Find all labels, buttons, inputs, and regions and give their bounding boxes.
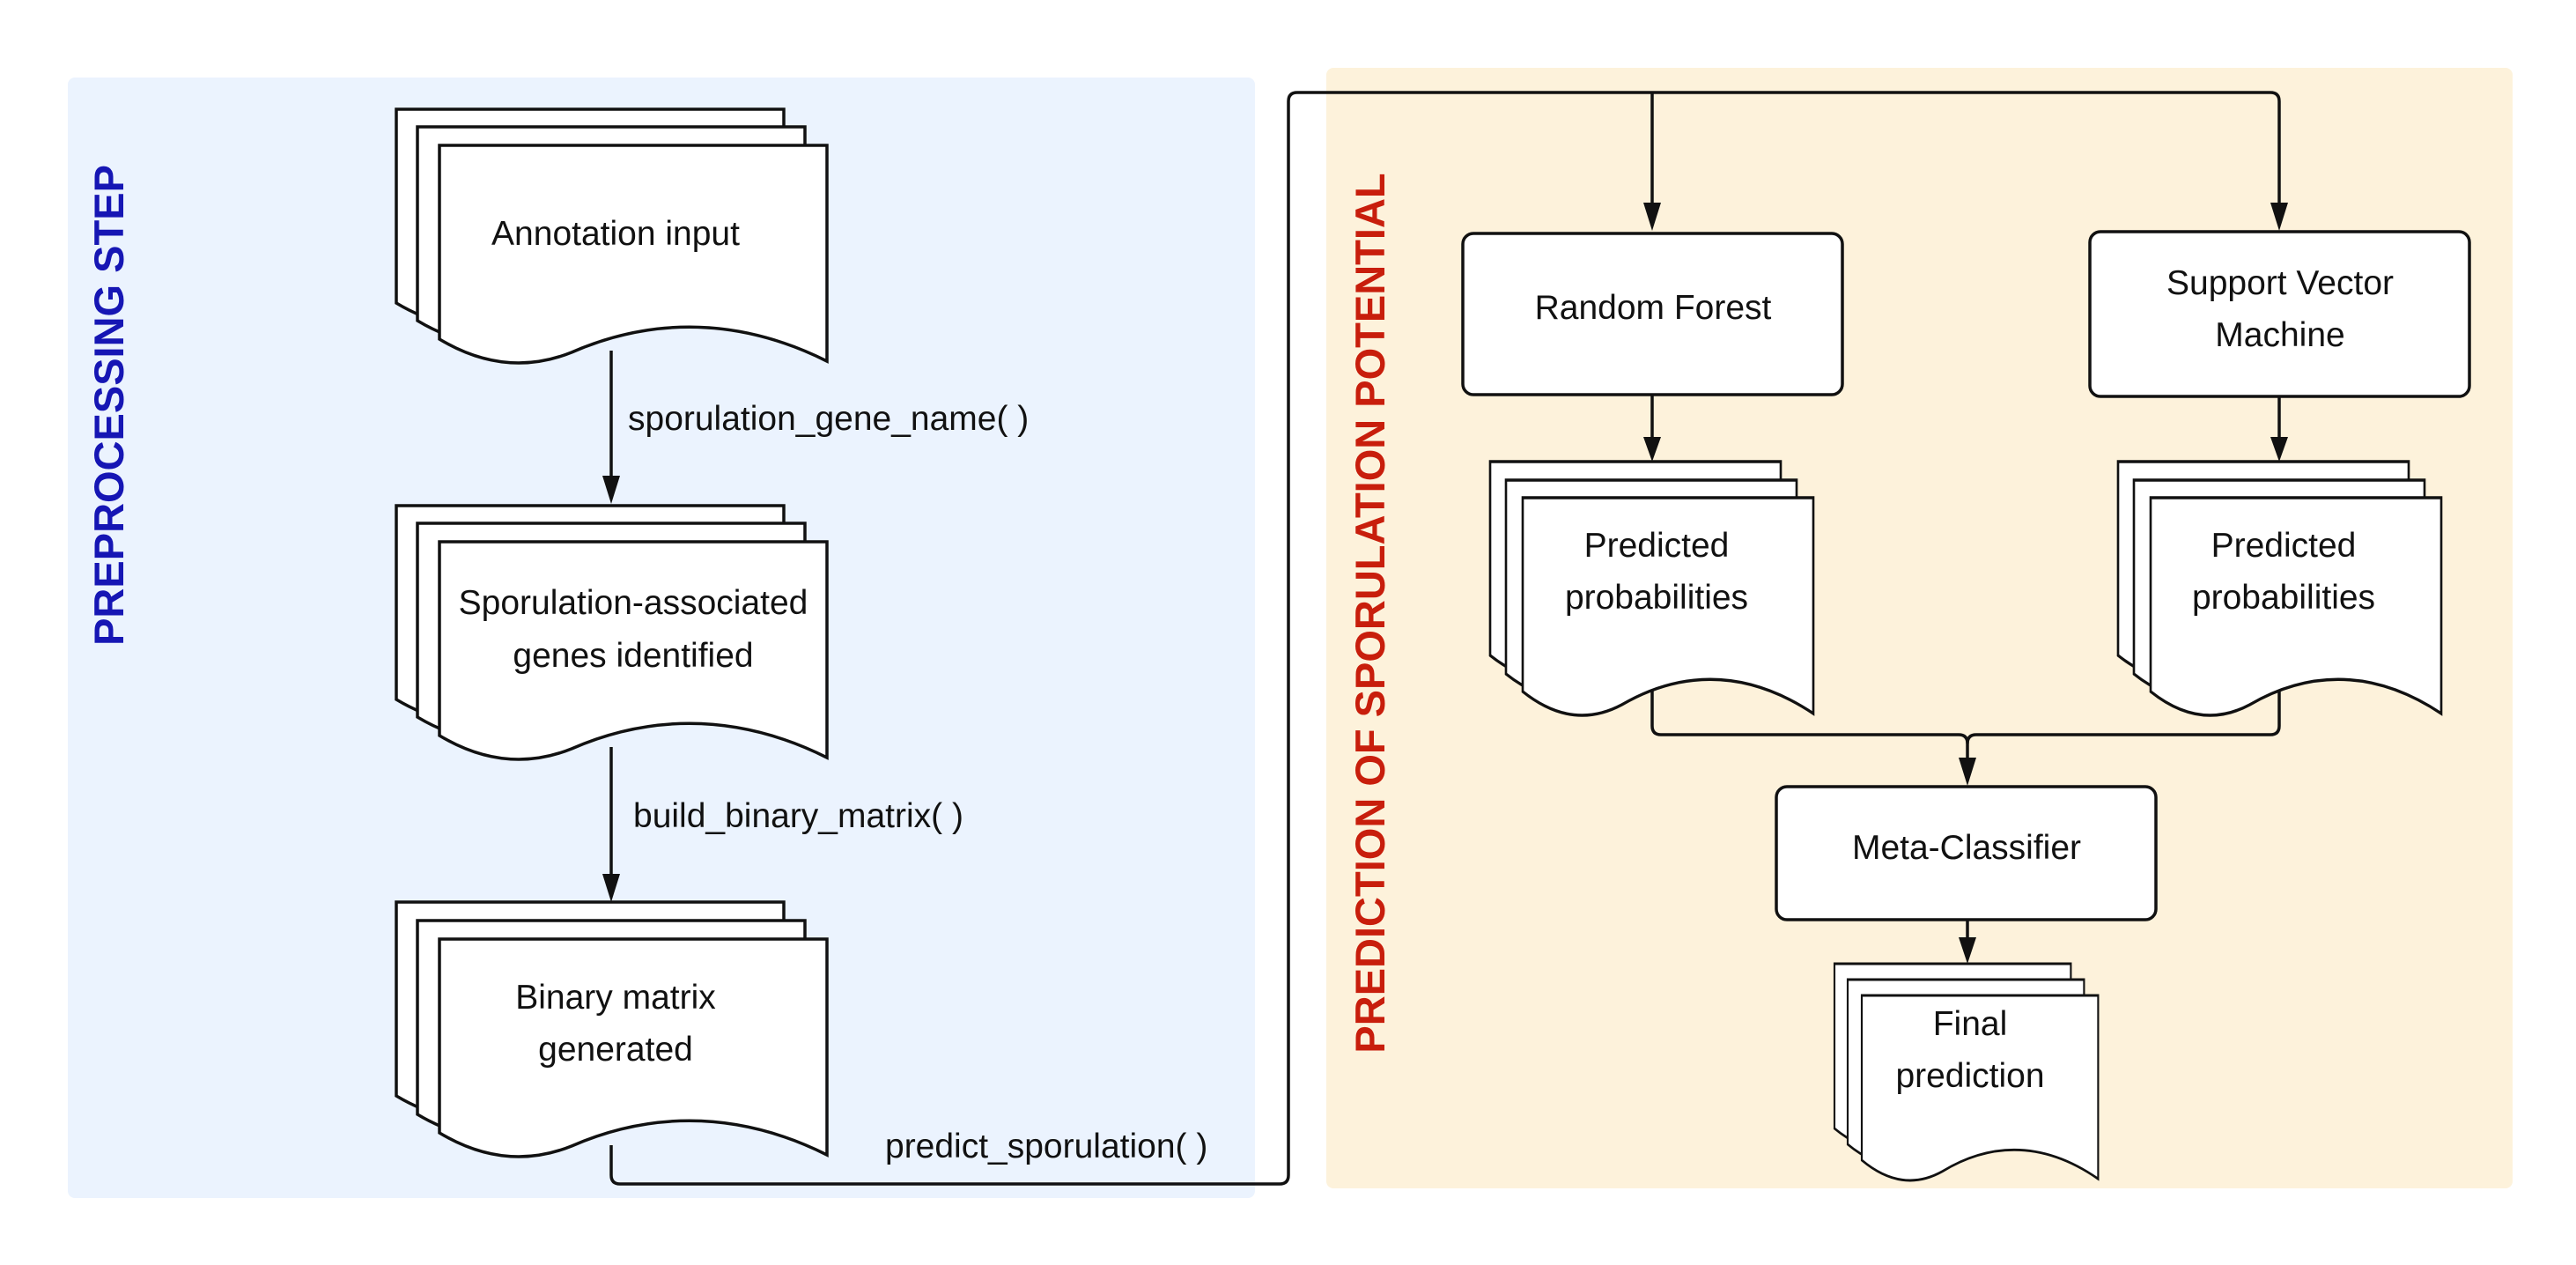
svm-label-line1: Support Vector [2166, 264, 2394, 302]
final-prediction-label-line2: prediction [1895, 1057, 2044, 1095]
final-prediction-node: Final prediction [1833, 962, 2100, 1182]
sporulation-genes-label-line1: Sporulation-associated [459, 584, 808, 622]
annotation-input-node: Annotation input [395, 107, 829, 365]
edge-svm-probs-to-meta [1966, 689, 2281, 744]
binary-matrix-label-line2: generated [538, 1031, 693, 1069]
binary-matrix-label-line1: Binary matrix [515, 979, 716, 1017]
arrowhead-rf-probs [1643, 437, 1661, 462]
random-forest-node: Random Forest [1461, 232, 1844, 396]
arrowhead-genes [602, 476, 620, 504]
preprocessing-title: PREPROCESSING STEP [85, 165, 132, 646]
svm-label-line2: Machine [2215, 316, 2344, 354]
rf-probabilities-label-line2: probabilities [1565, 579, 1748, 617]
arrowhead-matrix [602, 874, 620, 902]
svm-probabilities-node: Predicted probabilities [2116, 460, 2443, 717]
random-forest-label: Random Forest [1535, 289, 1772, 327]
connectors [602, 91, 2288, 1186]
svm-probabilities-label-line1: Predicted [2211, 527, 2357, 565]
label-build-binary-matrix: build_binary_matrix( ) [633, 797, 963, 835]
annotation-input-label: Annotation input [491, 215, 740, 253]
prediction-title: PREDICTION OF SPORULATION POTENTIAL [1347, 173, 1393, 1053]
rf-probabilities-node: Predicted probabilities [1488, 460, 1815, 717]
sporulation-genes-label-line2: genes identified [513, 637, 753, 675]
svm-probabilities-label-line2: probabilities [2192, 579, 2375, 617]
arrowhead-svm [2270, 203, 2288, 231]
arrowhead-final [1959, 937, 1976, 964]
label-predict-sporulation: predict_sporulation( ) [885, 1128, 1207, 1165]
sporulation-genes-node: Sporulation-associated genes identified [395, 504, 829, 761]
binary-matrix-node: Binary matrix generated [395, 900, 829, 1158]
final-prediction-label-line1: Final [1933, 1005, 2008, 1043]
meta-classifier-label: Meta-Classifier [1852, 829, 2081, 867]
arrowhead-meta [1959, 758, 1976, 786]
meta-classifier-node: Meta-Classifier [1775, 785, 2158, 921]
svm-node: Support Vector Machine [2088, 230, 2471, 398]
rf-probabilities-label-line1: Predicted [1584, 527, 1730, 565]
arrowhead-svm-probs [2270, 437, 2288, 462]
arrowhead-random-forest [1643, 203, 1661, 231]
edge-predict-loop [609, 91, 2281, 1186]
label-sporulation-gene-name: sporulation_gene_name( ) [628, 400, 1029, 438]
